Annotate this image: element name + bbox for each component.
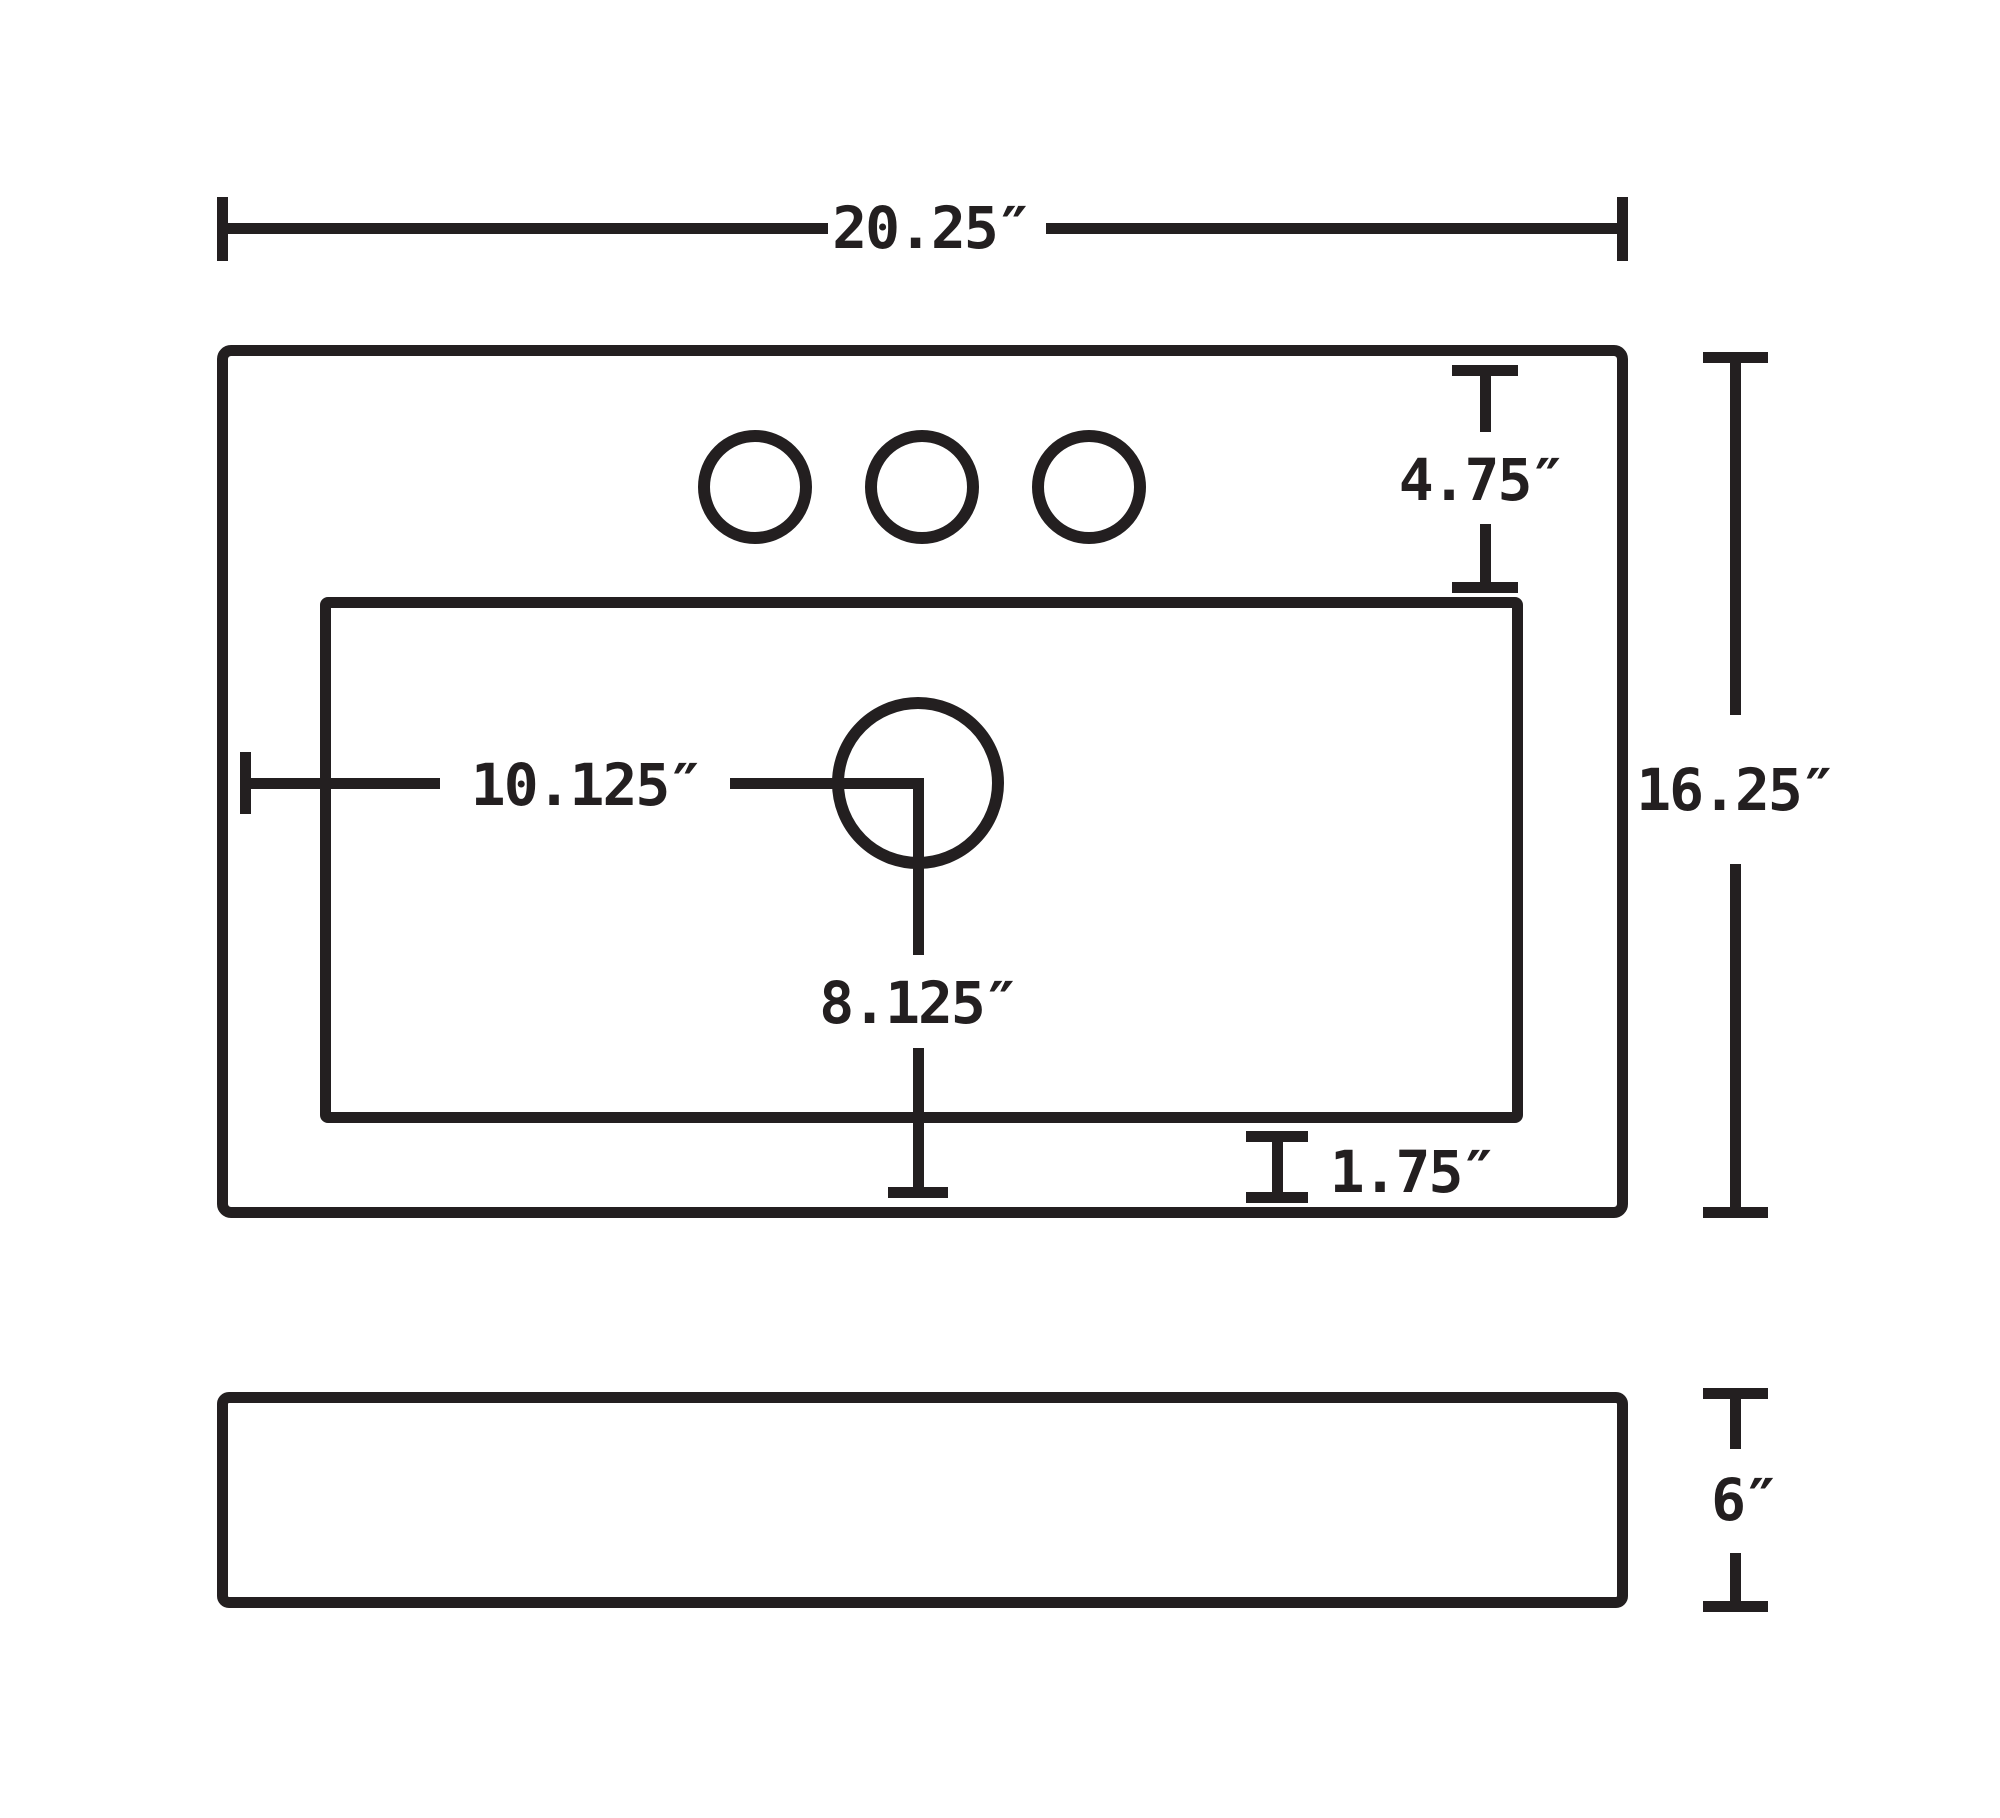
bowl-front-dimension-line (1272, 1142, 1283, 1192)
depth-dimension-line-lower (1730, 864, 1741, 1207)
height-dimension-line-upper (1730, 1399, 1741, 1449)
depth-dimension-top-cap (1703, 352, 1768, 363)
bowl-front-dimension-top-cap (1246, 1131, 1308, 1142)
faucet-hole-left (698, 430, 812, 544)
bowl-front-dimension-bottom-cap (1246, 1192, 1308, 1203)
height-dimension-line-lower (1730, 1553, 1741, 1601)
drain-left-dimension-cap (240, 752, 251, 814)
drain-from-left-label: 10.125″ (470, 751, 703, 819)
bowl-to-front-edge-label: 1.75″ (1329, 1138, 1497, 1206)
drain-front-dimension-cap (888, 1187, 948, 1198)
faucet-offset-dimension-top-cap (1452, 365, 1518, 376)
drain-left-dimension-line-right (730, 778, 924, 789)
width-dimension-line-left (222, 223, 828, 234)
outer-rim-outline (217, 345, 1628, 1218)
faucet-offset-dimension-line-lower (1480, 524, 1491, 582)
drain-front-dimension-line-upper (913, 778, 924, 955)
overall-depth-label: 16.25″ (1636, 756, 1836, 824)
height-dimension-top-cap (1703, 1388, 1768, 1399)
width-dimension-line-right (1046, 223, 1622, 234)
rim-to-bowl-label: 4.75″ (1398, 446, 1566, 514)
faucet-offset-dimension-bottom-cap (1452, 582, 1518, 593)
drain-to-front-label: 8.125″ (819, 969, 1019, 1037)
side-profile-outline (217, 1392, 1628, 1608)
faucet-hole-right (1032, 430, 1146, 544)
drain-left-dimension-line-left (251, 778, 440, 789)
overall-width-label: 20.25″ (832, 194, 1032, 262)
width-dimension-right-cap (1617, 197, 1628, 261)
faucet-hole-center (865, 430, 979, 544)
depth-dimension-bottom-cap (1703, 1207, 1768, 1218)
drain-front-dimension-line-lower (913, 1048, 924, 1192)
faucet-offset-dimension-line-upper (1480, 376, 1491, 432)
side-height-label: 6″ (1711, 1466, 1779, 1534)
depth-dimension-line-upper (1730, 363, 1741, 715)
height-dimension-bottom-cap (1703, 1601, 1768, 1612)
